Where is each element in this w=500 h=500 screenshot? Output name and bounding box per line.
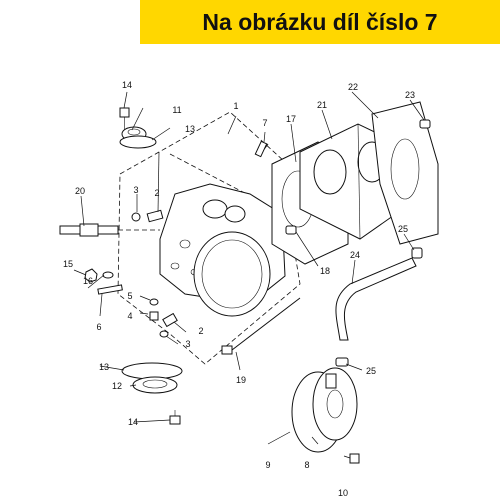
callout-14-top: 14 [122,80,132,90]
callout-13-lower: 13 [99,362,109,372]
bolt-4 [149,311,159,321]
callout-3-top: 3 [133,185,138,195]
callout-labels: 1 2 2 3 3 4 5 6 7 8 9 10 11 12 13 13 14 … [63,80,415,498]
callout-16: 16 [83,276,93,286]
callout-8: 8 [304,460,309,470]
callout-24: 24 [350,250,360,260]
pump-housing-9 [291,367,358,453]
callout-17: 17 [286,114,296,124]
callout-9: 9 [265,460,270,470]
callout-20: 20 [75,186,85,196]
bolt-2-lower [162,312,178,328]
exploded-parts-diagram: 1 2 2 3 3 4 5 6 7 8 9 10 11 12 13 13 14 … [59,80,439,498]
bolt-10 [349,453,360,464]
callout-13-top: 13 [185,124,195,134]
callout-3-lower: 3 [185,339,190,349]
callout-12: 12 [112,381,122,391]
bolt-14-lower [169,410,181,425]
callout-15: 15 [63,259,73,269]
washer-3-lower [159,330,169,338]
callout-25-lower: 25 [366,366,376,376]
gasket-22 [371,101,439,245]
sensor-20 [59,223,160,237]
clamp-25-lower [335,357,349,367]
washer-3-top [131,212,141,222]
washer-5 [149,298,159,306]
dowel-18 [285,225,297,235]
stud-6 [97,284,123,295]
callout-1: 1 [233,101,238,111]
cover-12 [132,376,178,394]
callout-2-top: 2 [154,188,159,198]
part-number-banner: Na obrázku díl číslo 7 [140,0,500,44]
callout-11: 11 [172,105,181,115]
callout-14-lower: 14 [128,417,138,427]
long-bolt-19 [221,297,301,355]
callout-18: 18 [320,266,330,276]
callout-22: 22 [348,82,358,92]
dowel-pin-23 [419,119,431,129]
gasket-13-top [119,135,157,149]
nut-15 [84,268,98,283]
callout-5: 5 [127,291,132,301]
flange-ring [193,231,271,317]
callout-10: 10 [338,488,348,498]
bolt-2-top [146,209,164,223]
leader-lines [73,91,425,459]
assembly-boundary [117,111,301,365]
hose-24 [335,257,417,341]
callout-25-upper: 25 [398,224,408,234]
callout-7: 7 [262,118,267,128]
callout-2-lower: 2 [198,326,203,336]
callout-6: 6 [96,322,101,332]
callout-19: 19 [236,375,246,385]
assembly-guide-line [169,153,263,203]
stud-7 [254,140,269,158]
callout-4: 4 [127,311,132,321]
callout-23: 23 [405,90,415,100]
bolt-14-top [119,107,130,130]
washer-16 [102,271,114,279]
clamp-25-upper [411,247,423,259]
callout-21: 21 [317,100,327,110]
